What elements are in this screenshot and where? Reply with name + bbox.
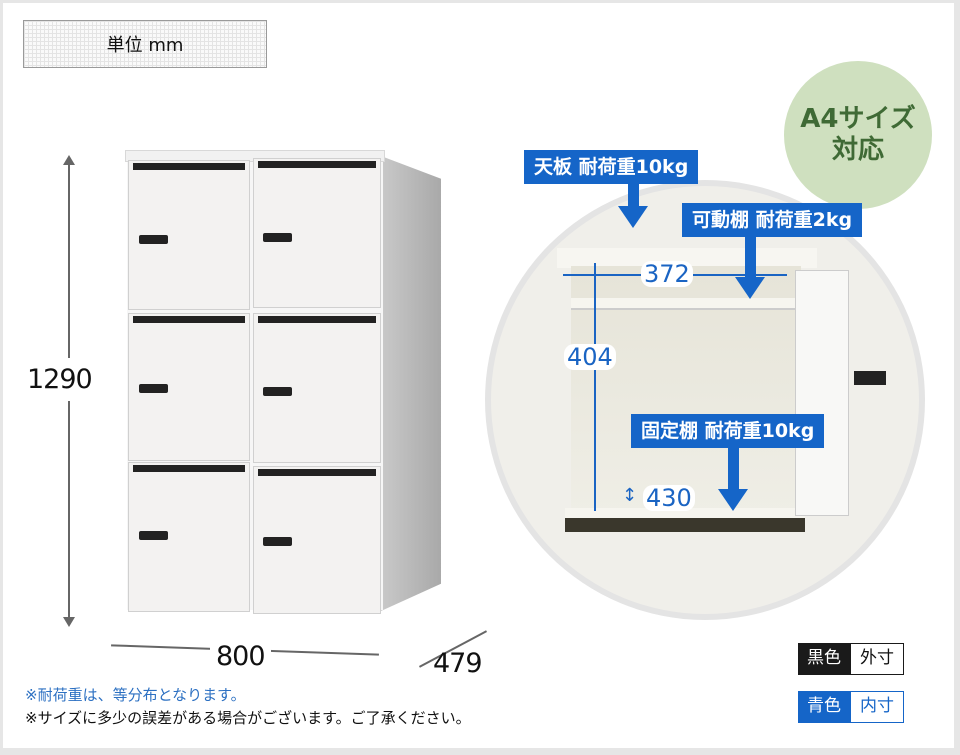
badge-line1: A4サイズ (800, 103, 916, 134)
arrow-down-icon (735, 277, 765, 299)
top-board-load-label: 天板 耐荷重10kg (524, 150, 699, 184)
locker-door (128, 462, 250, 612)
combination-lock-icon (139, 531, 168, 540)
inner-height-dimension: 404 (564, 344, 616, 370)
interior-photo (491, 186, 919, 614)
width-dimension: 800 (210, 641, 271, 672)
notes: ※耐荷重は、等分布となります。 ※サイズに多少の誤差がある場合がございます。ご了… (25, 684, 471, 730)
movable-shelf (571, 298, 801, 310)
arrow-down-icon (63, 617, 75, 627)
combination-lock-icon (139, 384, 168, 393)
arrow-stem (728, 448, 739, 489)
unit-label-text: 単位 mm (106, 35, 184, 56)
locker-door (253, 466, 381, 614)
combination-lock-icon (263, 537, 292, 546)
depth-arrow-icon: ↕ (622, 485, 638, 506)
legend-value: 内寸 (851, 692, 903, 722)
inner-width-dimension: 372 (641, 261, 693, 287)
interior-detail-circle (485, 180, 925, 620)
arrow-stem (745, 237, 756, 277)
height-dimension: 1290 (27, 358, 93, 401)
product-dimension-figure: 単位 mm A4サイズ 対応 1290 800 479 (3, 3, 954, 748)
arrow-down-icon (618, 206, 648, 228)
depth-dimension: 479 (433, 648, 483, 679)
combination-lock-icon (854, 371, 886, 385)
open-door (795, 270, 886, 516)
load-note: ※耐荷重は、等分布となります。 (25, 686, 246, 704)
legend-inner-dimensions: 青色 内寸 (798, 691, 904, 723)
locker-door (253, 158, 381, 308)
arrow-up-icon (63, 155, 75, 165)
size-tolerance-note: ※サイズに多少の誤差がある場合がございます。ご了承ください。 (25, 709, 471, 727)
badge-line2: 対応 (831, 135, 884, 165)
shelf-gap (565, 518, 805, 532)
legend-key: 青色 (807, 696, 841, 716)
legend-outer-dimensions: 黒色 外寸 (798, 643, 904, 675)
unit-label: 単位 mm (23, 20, 267, 68)
combination-lock-icon (263, 387, 292, 396)
arrow-stem (628, 184, 639, 206)
arrow-down-icon (718, 489, 748, 511)
locker-door (128, 313, 250, 461)
movable-shelf-load-label: 可動棚 耐荷重2kg (682, 203, 863, 237)
combination-lock-icon (263, 233, 292, 242)
inner-height-line (594, 263, 596, 511)
inner-depth-dimension: 430 (643, 485, 695, 511)
legend-value: 外寸 (851, 644, 903, 674)
a4-size-badge: A4サイズ 対応 (784, 61, 932, 209)
combination-lock-icon (139, 235, 168, 244)
locker-door (253, 313, 381, 463)
legend-key: 黒色 (807, 648, 841, 668)
fixed-shelf-load-label: 固定棚 耐荷重10kg (631, 414, 825, 448)
cabinet-side (381, 156, 441, 611)
locker-door (128, 160, 250, 310)
